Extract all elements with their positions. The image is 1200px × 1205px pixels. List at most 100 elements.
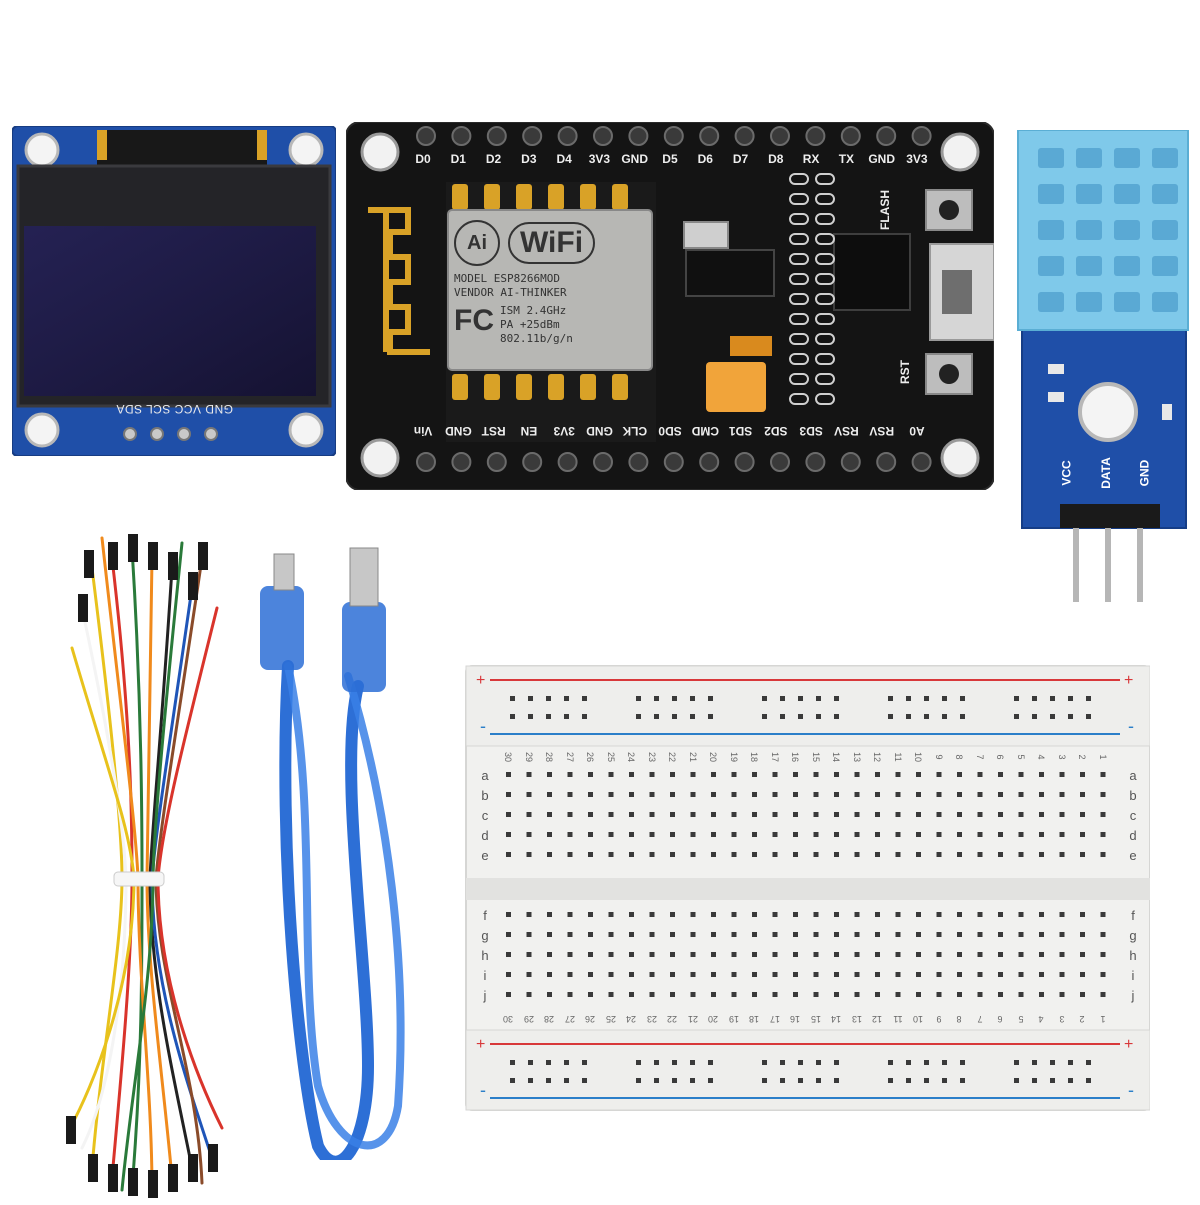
breadboard-hole[interactable] [582, 1060, 587, 1065]
breadboard-hole[interactable] [834, 1060, 839, 1065]
breadboard-hole[interactable] [752, 972, 757, 977]
breadboard-hole[interactable] [798, 1078, 803, 1083]
breadboard-hole[interactable] [528, 1060, 533, 1065]
breadboard-hole[interactable] [711, 972, 716, 977]
breadboard-hole[interactable] [942, 1060, 947, 1065]
breadboard-hole[interactable] [1100, 792, 1106, 797]
breadboard-hole[interactable] [649, 972, 655, 977]
breadboard-hole[interactable] [936, 792, 942, 797]
breadboard-hole[interactable] [1032, 1060, 1037, 1065]
breadboard-hole[interactable] [690, 832, 696, 837]
breadboard-hole[interactable] [546, 714, 551, 719]
breadboard-hole[interactable] [854, 912, 860, 917]
breadboard-hole[interactable] [506, 812, 511, 817]
breadboard-hole[interactable] [567, 952, 573, 957]
breadboard-hole[interactable] [670, 772, 675, 777]
breadboard-hole[interactable] [1086, 1078, 1091, 1083]
breadboard-hole[interactable] [960, 1060, 965, 1065]
breadboard-hole[interactable] [752, 912, 757, 917]
breadboard-hole[interactable] [772, 812, 778, 817]
breadboard-hole[interactable] [711, 932, 716, 937]
breadboard-hole[interactable] [906, 1078, 911, 1083]
breadboard-hole[interactable] [1059, 852, 1065, 857]
breadboard-hole[interactable] [629, 852, 634, 857]
breadboard-hole[interactable] [649, 832, 655, 837]
breadboard-hole[interactable] [957, 972, 962, 977]
breadboard-hole[interactable] [567, 832, 573, 837]
breadboard-hole[interactable] [816, 714, 821, 719]
breadboard-hole[interactable] [1018, 952, 1024, 957]
breadboard-hole[interactable] [711, 832, 716, 837]
breadboard-hole[interactable] [957, 772, 962, 777]
breadboard-hole[interactable] [690, 714, 695, 719]
breadboard-hole[interactable] [834, 714, 839, 719]
breadboard-hole[interactable] [1100, 932, 1106, 937]
breadboard-hole[interactable] [711, 992, 716, 997]
breadboard-hole[interactable] [711, 792, 716, 797]
breadboard-hole[interactable] [1068, 1078, 1073, 1083]
breadboard-hole[interactable] [636, 1060, 641, 1065]
breadboard-hole[interactable] [875, 932, 880, 937]
breadboard-hole[interactable] [547, 912, 552, 917]
breadboard-hole[interactable] [936, 832, 942, 837]
breadboard-hole[interactable] [875, 952, 880, 957]
breadboard-hole[interactable] [547, 972, 552, 977]
breadboard-hole[interactable] [813, 992, 819, 997]
breadboard-hole[interactable] [1086, 714, 1091, 719]
breadboard-hole[interactable] [793, 812, 798, 817]
breadboard-hole[interactable] [1080, 912, 1085, 917]
breadboard-hole[interactable] [506, 852, 511, 857]
breadboard-hole[interactable] [1039, 792, 1044, 797]
breadboard-hole[interactable] [510, 1078, 515, 1083]
breadboard-hole[interactable] [588, 972, 593, 977]
breadboard-hole[interactable] [711, 952, 716, 957]
breadboard-hole[interactable] [629, 772, 634, 777]
breadboard-hole[interactable] [793, 832, 798, 837]
breadboard-hole[interactable] [957, 932, 962, 937]
breadboard-hole[interactable] [731, 792, 737, 797]
breadboard-hole[interactable] [1018, 772, 1024, 777]
breadboard-hole[interactable] [629, 992, 634, 997]
breadboard-hole[interactable] [977, 972, 983, 977]
breadboard-hole[interactable] [670, 792, 675, 797]
breadboard-hole[interactable] [752, 932, 757, 937]
breadboard-hole[interactable] [977, 812, 983, 817]
breadboard-hole[interactable] [670, 852, 675, 857]
breadboard-hole[interactable] [608, 952, 614, 957]
breadboard-hole[interactable] [960, 1078, 965, 1083]
breadboard-hole[interactable] [780, 696, 785, 701]
breadboard-hole[interactable] [731, 852, 737, 857]
breadboard-hole[interactable] [798, 714, 803, 719]
breadboard-hole[interactable] [731, 832, 737, 837]
breadboard-hole[interactable] [629, 812, 634, 817]
breadboard-hole[interactable] [816, 1060, 821, 1065]
breadboard-hole[interactable] [895, 772, 901, 777]
breadboard-hole[interactable] [936, 952, 942, 957]
breadboard-hole[interactable] [567, 992, 573, 997]
breadboard-hole[interactable] [895, 912, 901, 917]
breadboard-hole[interactable] [793, 772, 798, 777]
breadboard-hole[interactable] [854, 992, 860, 997]
breadboard-hole[interactable] [936, 992, 942, 997]
breadboard-hole[interactable] [875, 792, 880, 797]
breadboard-hole[interactable] [510, 1060, 515, 1065]
breadboard-hole[interactable] [1014, 1060, 1019, 1065]
breadboard-hole[interactable] [957, 952, 962, 957]
breadboard-hole[interactable] [834, 932, 839, 937]
breadboard-hole[interactable] [1039, 952, 1044, 957]
breadboard-hole[interactable] [1018, 832, 1024, 837]
breadboard-hole[interactable] [752, 812, 757, 817]
breadboard-hole[interactable] [957, 832, 962, 837]
breadboard-hole[interactable] [588, 792, 593, 797]
breadboard-hole[interactable] [936, 812, 942, 817]
breadboard-hole[interactable] [1039, 832, 1044, 837]
breadboard-hole[interactable] [506, 932, 511, 937]
breadboard-hole[interactable] [875, 772, 880, 777]
breadboard-hole[interactable] [629, 912, 634, 917]
breadboard-hole[interactable] [960, 714, 965, 719]
breadboard-hole[interactable] [1014, 696, 1019, 701]
breadboard-hole[interactable] [762, 696, 767, 701]
breadboard-hole[interactable] [1080, 952, 1085, 957]
breadboard-hole[interactable] [547, 952, 552, 957]
breadboard-hole[interactable] [854, 952, 860, 957]
